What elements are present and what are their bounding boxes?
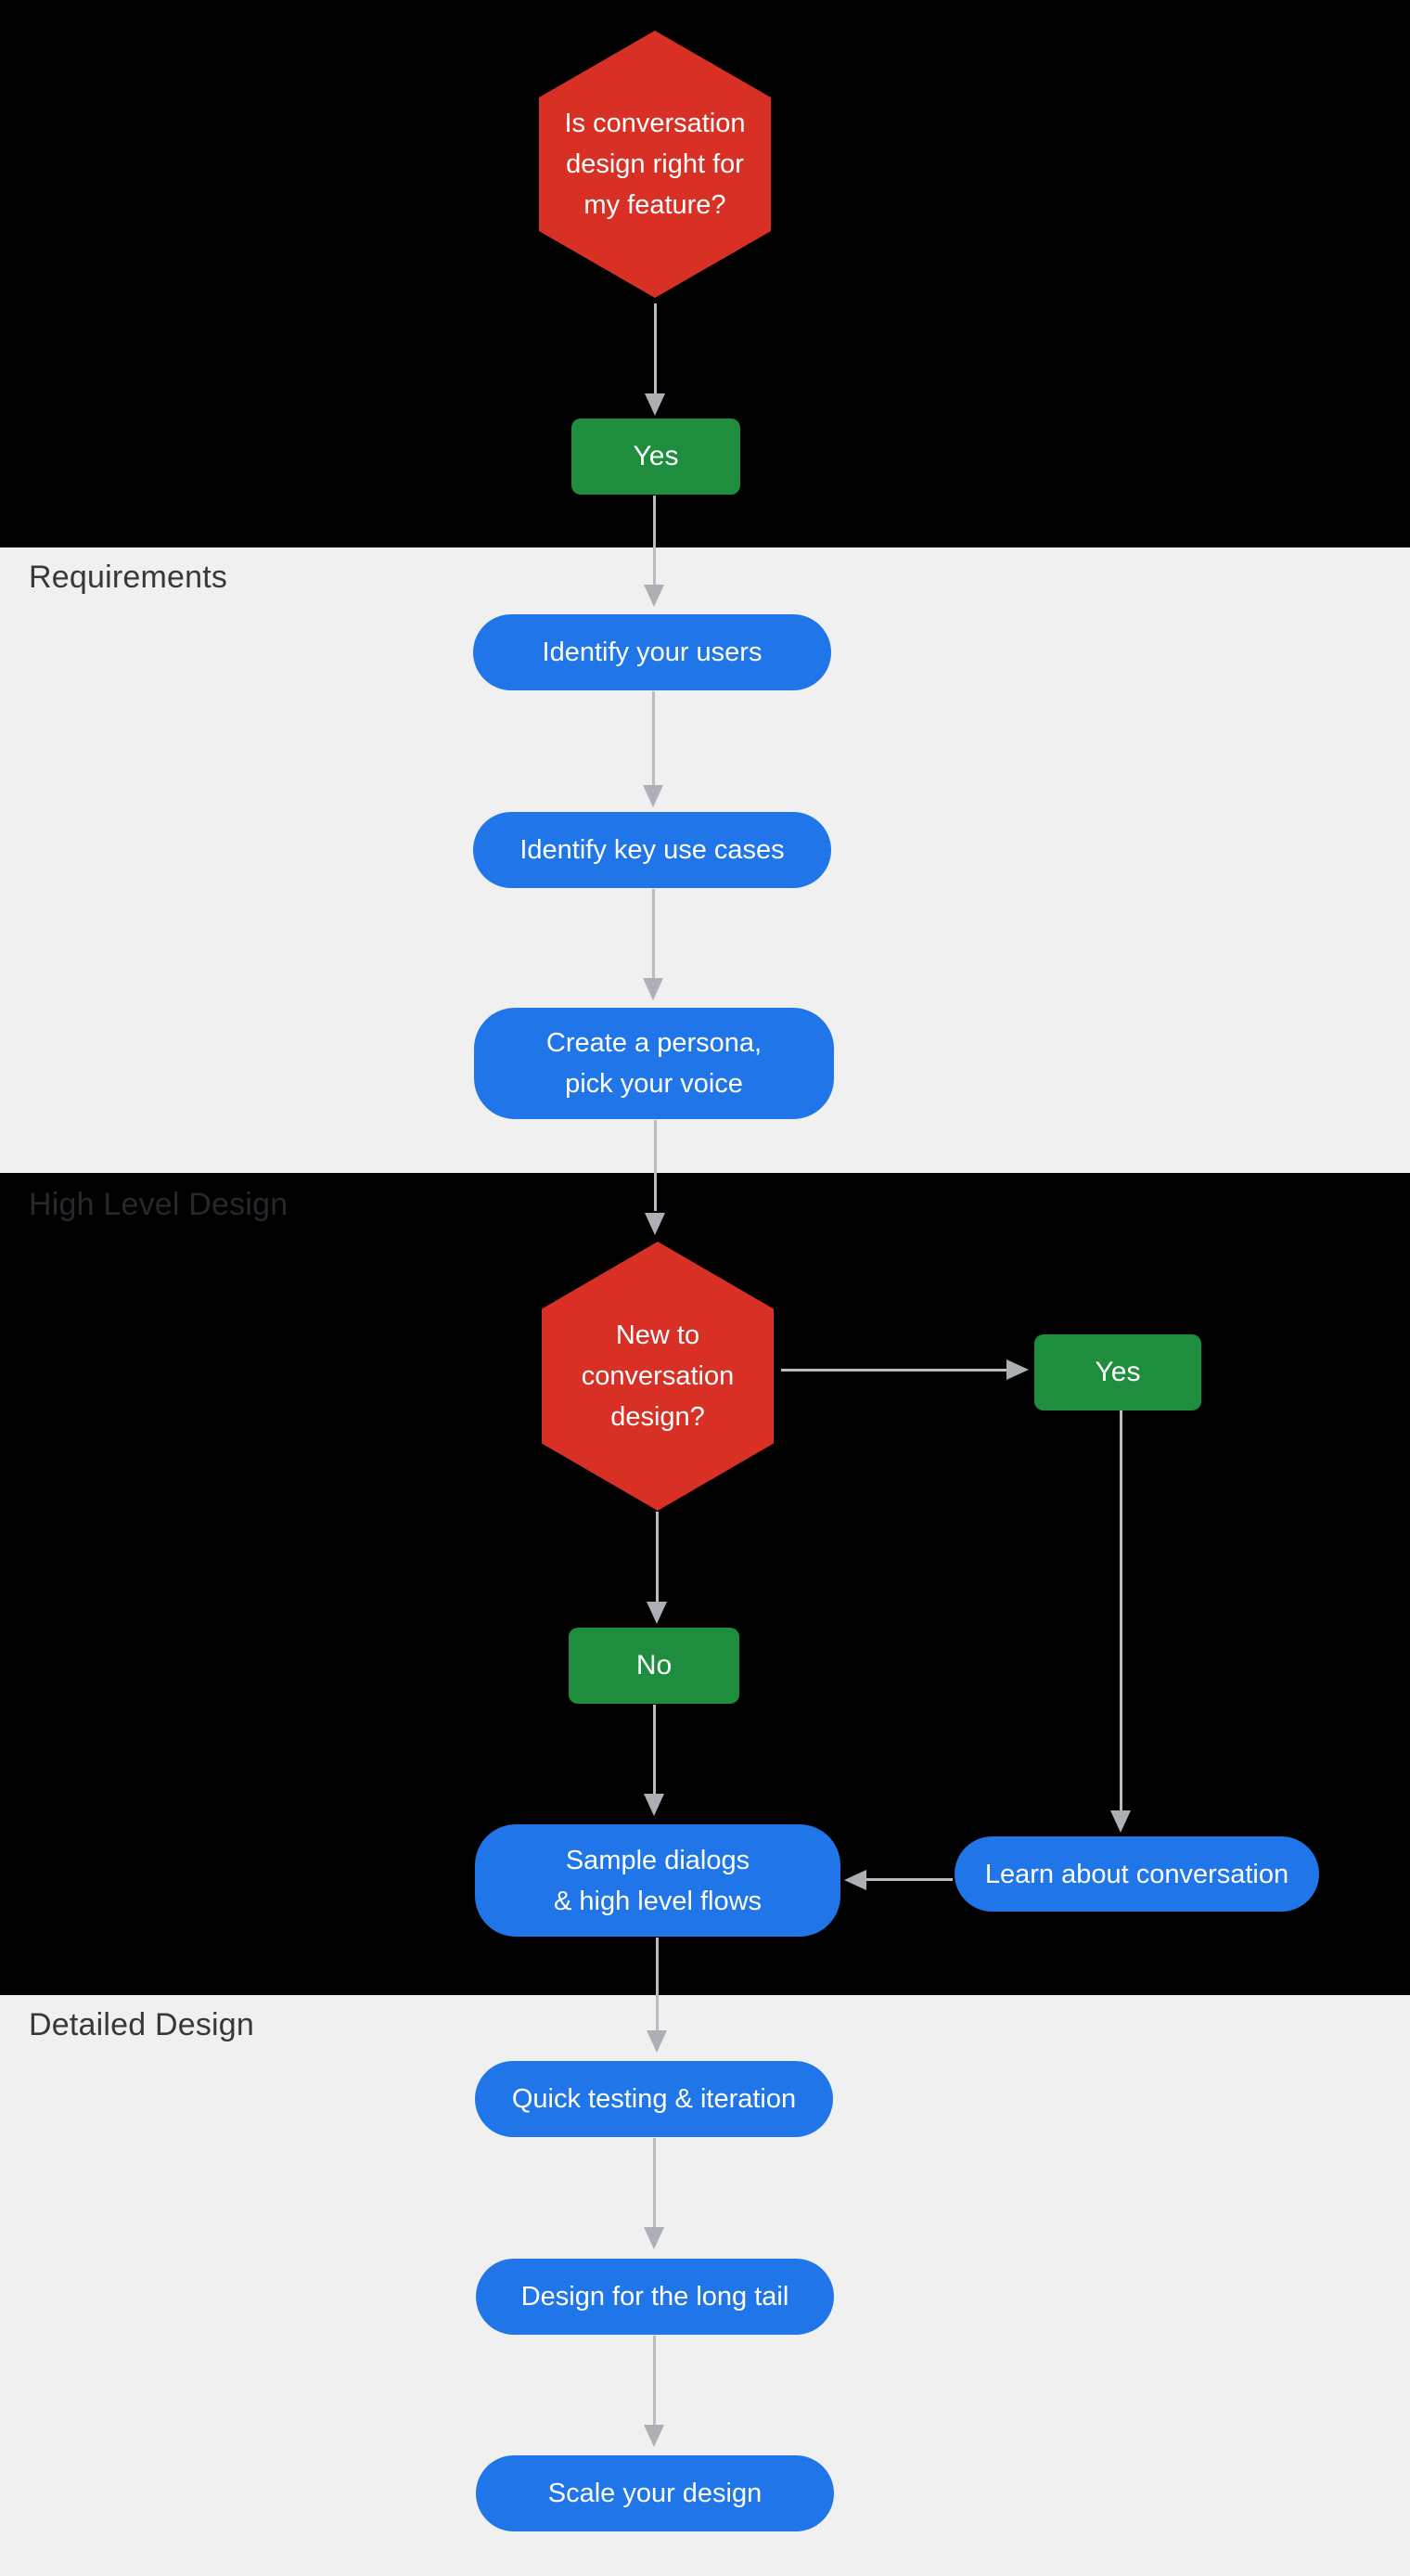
arrowhead-down-icon	[647, 1602, 667, 1624]
step-learn-about-conversation: Learn about conversation	[955, 1836, 1319, 1912]
decision-line: my feature?	[583, 190, 726, 220]
step-line: pick your voice	[565, 1069, 743, 1099]
answer-no-new: No	[569, 1628, 739, 1704]
arrow-line	[653, 1705, 656, 1794]
step-identify-your-users: Identify your users	[473, 614, 831, 690]
arrowhead-down-icon	[644, 1794, 664, 1816]
step-label: Design for the long tail	[520, 2282, 789, 2312]
arrowhead-down-icon	[644, 2227, 664, 2249]
decision-line: design right for	[566, 149, 744, 179]
decision-line: design?	[610, 1402, 705, 1432]
step-label: Scale your design	[547, 2479, 763, 2508]
section-label-high-level-design: High Level Design	[29, 1187, 288, 1222]
arrowhead-down-icon	[644, 2425, 664, 2447]
section-label-detailed-design: Detailed Design	[29, 2007, 255, 2042]
decision-line: conversation	[581, 1361, 735, 1391]
arrow-line	[653, 2138, 656, 2227]
arrowhead-down-icon	[645, 393, 665, 416]
arrow-line	[654, 303, 657, 393]
arrow-line	[652, 889, 655, 978]
arrow-line	[654, 1120, 657, 1211]
arrow-line	[866, 1878, 953, 1881]
step-identify-key-use-cases: Identify key use cases	[473, 812, 831, 888]
arrow-line	[656, 1512, 659, 1602]
step-label: Identify key use cases	[519, 835, 785, 865]
arrowhead-down-icon	[644, 585, 664, 607]
arrowhead-down-icon	[643, 978, 663, 1000]
arrowhead-right-icon	[1006, 1359, 1029, 1380]
step-line: Sample dialogs	[565, 1845, 750, 1875]
arrow-line	[653, 496, 656, 585]
step-line: & high level flows	[553, 1886, 763, 1916]
step-create-persona: Create a persona, pick your voice	[474, 1008, 834, 1119]
arrow-line	[781, 1369, 1006, 1372]
arrowhead-down-icon	[645, 1213, 665, 1235]
step-line: Create a persona,	[545, 1028, 763, 1058]
section-label-requirements: Requirements	[29, 560, 228, 595]
answer-label: Yes	[633, 441, 679, 471]
decision-line: New to	[615, 1320, 700, 1350]
step-quick-testing: Quick testing & iteration	[475, 2061, 833, 2137]
decision-is-conversation-design-right: Is conversation design right for my feat…	[539, 31, 771, 298]
step-design-long-tail: Design for the long tail	[476, 2259, 834, 2335]
arrowhead-down-icon	[643, 785, 663, 807]
arrow-line	[653, 2336, 656, 2425]
step-label: Identify your users	[542, 638, 763, 667]
answer-label: No	[635, 1650, 673, 1681]
step-scale-your-design: Scale your design	[476, 2455, 834, 2531]
arrow-line	[1120, 1410, 1122, 1810]
arrow-line	[656, 1938, 659, 2030]
decision-new-to-conversation-design: New to conversation design?	[542, 1242, 774, 1511]
step-sample-dialogs: Sample dialogs & high level flows	[475, 1824, 840, 1937]
arrowhead-left-icon	[844, 1870, 866, 1890]
answer-label: Yes	[1095, 1357, 1141, 1387]
step-label: Learn about conversation	[984, 1859, 1289, 1889]
answer-yes-new: Yes	[1034, 1334, 1201, 1410]
arrowhead-down-icon	[647, 2030, 667, 2053]
answer-yes-feature: Yes	[571, 419, 740, 495]
step-label: Quick testing & iteration	[511, 2084, 797, 2114]
arrow-line	[652, 691, 655, 785]
decision-line: Is conversation	[564, 109, 746, 138]
arrowhead-down-icon	[1110, 1810, 1131, 1833]
